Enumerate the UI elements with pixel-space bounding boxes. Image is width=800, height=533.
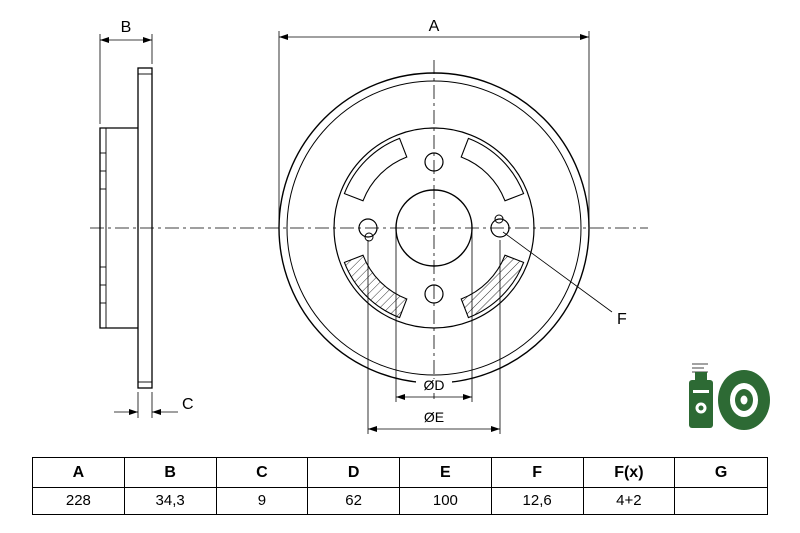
centerlines (90, 60, 648, 400)
rim-circle (286, 80, 582, 376)
dim-label-a: A (429, 18, 440, 35)
dim-label-c: C (182, 396, 194, 413)
front-view (278, 72, 590, 384)
side-view (99, 67, 153, 389)
slot-bottom-right (460, 254, 525, 319)
technical-drawing-canvas: A B C ØD ØE F (90, 18, 770, 434)
spec-table: A B C D E F F(x) G 228 34,3 9 62 100 12,… (32, 457, 768, 515)
spec-header-c: C (217, 458, 309, 487)
hat-slots (343, 137, 525, 319)
f-leader-line (502, 231, 613, 313)
hat-circle (333, 127, 535, 329)
slot-top-right (460, 137, 525, 202)
spec-value-f: 12,6 (492, 488, 584, 514)
pictogram-fine-print (692, 363, 708, 373)
spec-value-g (675, 488, 767, 514)
spec-header-d: D (308, 458, 400, 487)
spec-value-a: 228 (33, 488, 125, 514)
disc-plate-profile (137, 67, 153, 389)
disc-icon (718, 370, 770, 430)
spec-table-value-row: 228 34,3 9 62 100 12,6 4+2 (33, 488, 767, 514)
dim-label-f: F (617, 311, 627, 328)
dimension-lines (99, 31, 613, 434)
spec-value-fx: 4+2 (584, 488, 676, 514)
spec-value-e: 100 (400, 488, 492, 514)
pin-holes (364, 214, 504, 242)
spec-header-fx: F(x) (584, 458, 676, 487)
brake-disc-pictogram (689, 363, 770, 430)
spec-value-b: 34,3 (125, 488, 217, 514)
hat-profile (99, 127, 138, 329)
spec-table-header-row: A B C D E F F(x) G (33, 458, 767, 488)
spray-can-icon (689, 372, 713, 428)
dim-label-d: ØD (424, 377, 445, 393)
spec-value-d: 62 (308, 488, 400, 514)
spec-header-b: B (125, 458, 217, 487)
spec-header-f: F (492, 458, 584, 487)
dimension-labels: A B C ØD ØE F (121, 18, 627, 425)
center-bore-circle (395, 189, 473, 267)
hat-face-details (100, 152, 106, 304)
spec-header-a: A (33, 458, 125, 487)
spec-header-g: G (714, 464, 728, 481)
dim-label-e: ØE (424, 409, 444, 425)
spec-value-c: 9 (217, 488, 309, 514)
slot-bottom-left (343, 254, 408, 319)
spec-header-e: E (400, 458, 492, 487)
bolt-holes (358, 152, 510, 304)
slot-top-left (343, 137, 408, 202)
dim-label-b: B (121, 19, 132, 36)
